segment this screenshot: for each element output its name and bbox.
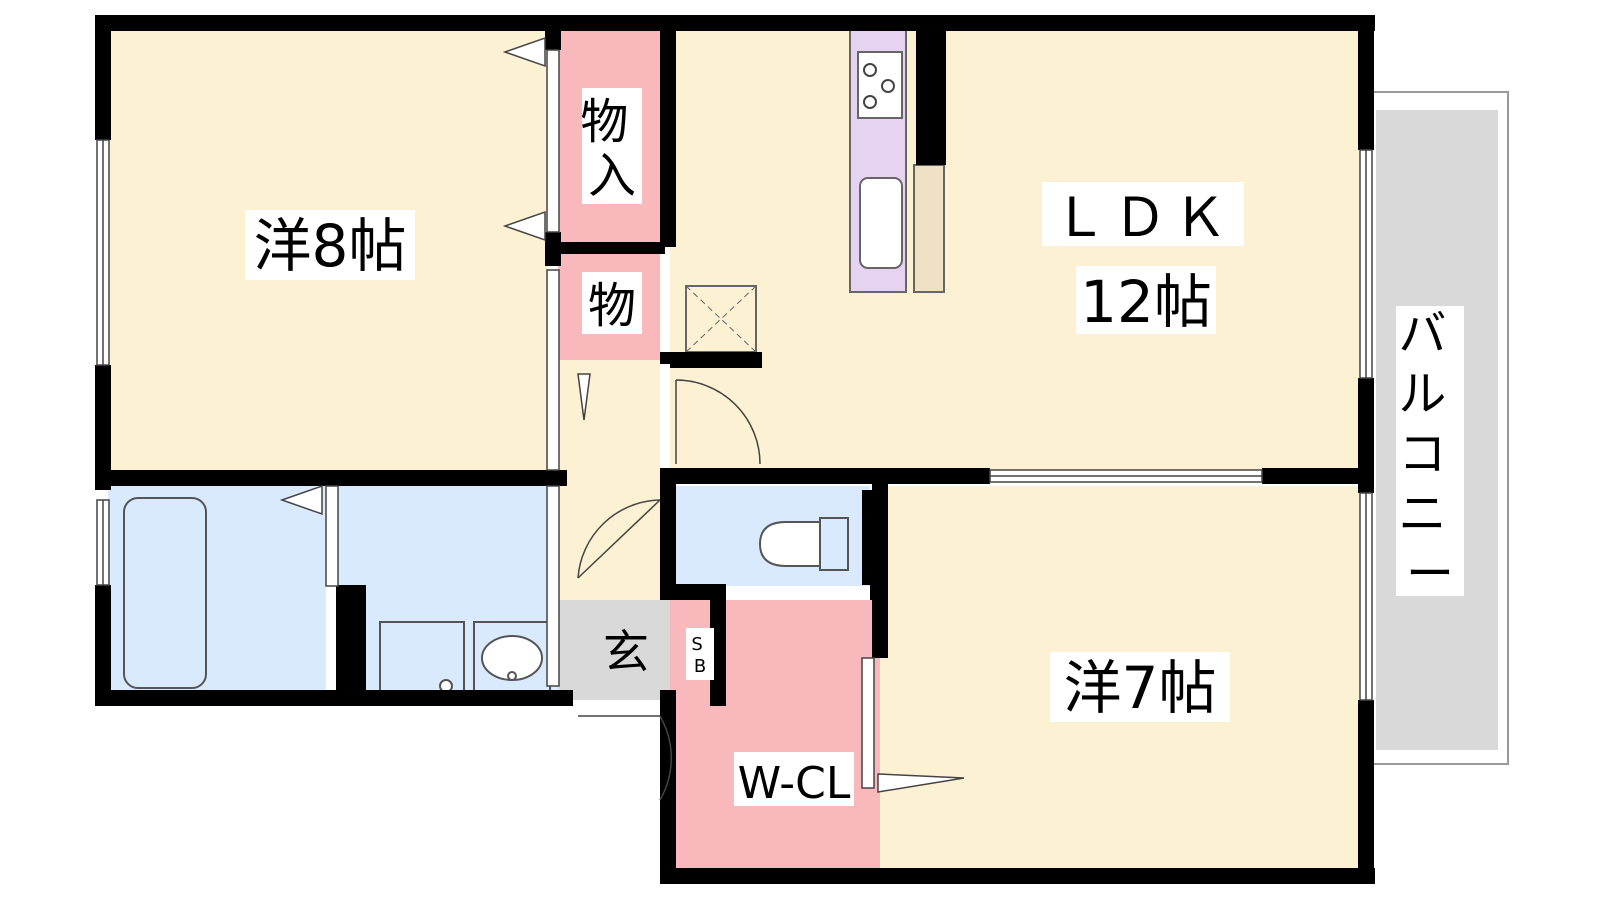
label-bg bbox=[734, 752, 854, 806]
sliding-doors bbox=[279, 36, 965, 793]
ldk-floor bbox=[670, 30, 1360, 470]
walls bbox=[95, 15, 1375, 884]
burner-icon bbox=[881, 79, 895, 93]
balcony-label: バ ル コ ニ ー bbox=[1398, 306, 1461, 602]
storage-small-label: 物 bbox=[588, 278, 636, 334]
washer-pan-cross bbox=[685, 285, 757, 353]
balcony-char: ー bbox=[1406, 546, 1454, 602]
balcony-char: バ bbox=[1398, 306, 1446, 362]
shoe-box-char: S bbox=[691, 634, 702, 655]
label-bg bbox=[1042, 182, 1244, 246]
label-bg bbox=[1076, 266, 1216, 334]
label-bg bbox=[582, 88, 642, 204]
bedroom-8-label: 洋8帖 bbox=[254, 212, 407, 280]
shoe-box-char: B bbox=[694, 656, 706, 677]
ldk-size: 12帖 bbox=[1080, 268, 1212, 336]
toilet-bowl bbox=[758, 521, 821, 567]
label-bg bbox=[245, 210, 415, 280]
burner-icon bbox=[863, 63, 877, 77]
stove bbox=[857, 51, 903, 119]
entrance-floor bbox=[558, 600, 670, 700]
storage-upper-char: 物 bbox=[580, 94, 628, 150]
balcony-char: ニ bbox=[1398, 486, 1446, 542]
label-bg bbox=[686, 628, 714, 680]
shoe-box-label: S B bbox=[691, 634, 708, 677]
balcony-char: ル bbox=[1398, 366, 1446, 422]
swing-doors bbox=[577, 379, 761, 801]
faucet-icon bbox=[507, 671, 517, 681]
ldk-title: ＬＤＫ bbox=[1053, 186, 1233, 249]
burner-icon bbox=[863, 95, 877, 109]
refrigerator-space bbox=[913, 164, 945, 293]
entrance-label: 玄 bbox=[603, 625, 649, 679]
label-bg bbox=[582, 272, 642, 334]
windows bbox=[96, 139, 1373, 701]
label-bg bbox=[1396, 306, 1464, 596]
walk-in-closet-label: W-CL bbox=[738, 758, 851, 809]
kitchen-sink bbox=[859, 177, 903, 269]
bedroom-7-label: 洋7帖 bbox=[1064, 654, 1217, 722]
hallway-floor bbox=[558, 360, 660, 600]
toilet-tank bbox=[819, 517, 849, 571]
washer-pan-cross bbox=[685, 285, 757, 353]
storage-upper-char: 入 bbox=[588, 148, 636, 204]
balcony-char: コ bbox=[1398, 426, 1446, 482]
bathtub bbox=[123, 497, 207, 689]
storage-upper-label: 物 入 bbox=[580, 94, 643, 204]
label-bg bbox=[1050, 652, 1230, 722]
